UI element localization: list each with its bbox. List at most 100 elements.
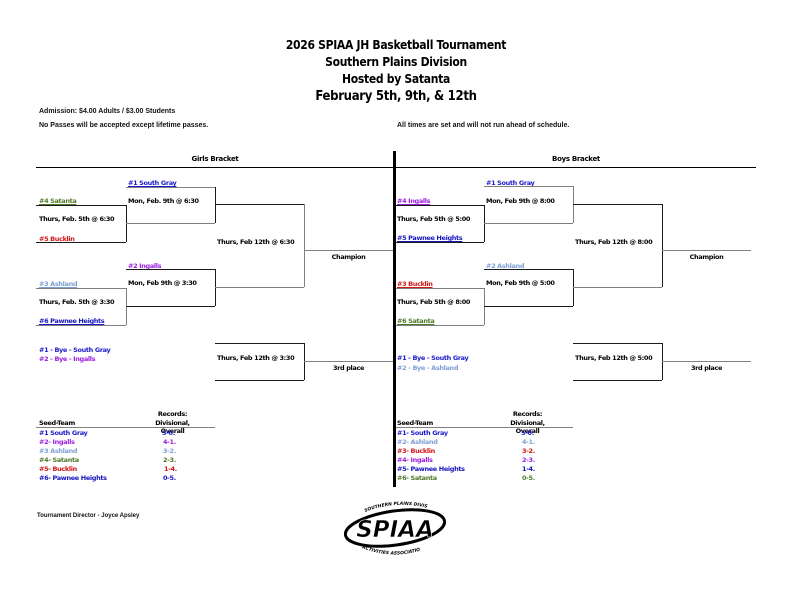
boys-record-team: #1- South Gray: [397, 429, 448, 437]
girls-record-team: #3 Ashland: [39, 447, 78, 455]
girls-header-rule: [36, 167, 394, 168]
girls-r1g1-top-line: [36, 205, 126, 206]
girls-records-col-record: Divisional, Overall: [155, 419, 190, 435]
boys-header-rule: [396, 167, 756, 168]
boys-bracket-title: Boys Bracket: [552, 155, 600, 163]
girls-r1g1-top-team: #4 Satanta: [39, 197, 77, 205]
girls-r1g1-time: Thurs, Feb. 5th @ 6:30: [39, 215, 115, 223]
girls-r1g2-time: Thurs, Feb. 5th @ 3:30: [39, 298, 115, 306]
girls-record-value: 4-1.: [163, 438, 176, 446]
boys-r1g1-time: Thurs, Feb 5th @ 5:00: [397, 215, 471, 223]
girls-record-value: 1-4.: [164, 465, 177, 473]
girls-records-col-team: Seed-Team: [39, 419, 75, 427]
boys-third-bottom-line: [573, 380, 662, 381]
boys-final-bottom-line: [573, 287, 662, 288]
boys-final-time: Thurs, Feb 12th @ 8:00: [575, 238, 653, 246]
boys-third-top-line: [573, 343, 662, 344]
girls-final-bottom-line: [215, 287, 304, 288]
girls-record-value: 3-2.: [163, 447, 176, 455]
boys-r1g1-top-team: #4 Ingalls: [397, 197, 431, 205]
center-divider: [393, 151, 396, 487]
girls-r2g1-time: Mon, Feb. 9th @ 6:30: [128, 197, 199, 205]
spiaa-logo: SOUTHERN PLAINS DIVISION SPIAA ACTIVITIE…: [338, 496, 450, 560]
spiaa-logo-graphic: SOUTHERN PLAINS DIVISION SPIAA ACTIVITIE…: [338, 496, 447, 557]
boys-bye-1: #1 - Bye - South Gray: [397, 354, 469, 362]
girls-r2g1-connector: [215, 187, 216, 223]
girls-records-label: Records:: [157, 410, 188, 418]
boys-r1g2-time: Thurs, Feb 5th @ 8:00: [397, 298, 471, 306]
girls-record-team: #5- Bucklin: [39, 465, 77, 473]
host-name: Hosted by Satanta: [342, 72, 450, 86]
boys-r2g1-top-line: [484, 186, 573, 187]
boys-third-time: Thurs, Feb 12th @ 5:00: [575, 354, 653, 362]
girls-third-time: Thurs, Feb 12th @ 3:30: [217, 354, 295, 362]
girls-third-bottom-line: [215, 380, 304, 381]
boys-record-value: 4-1.: [522, 438, 535, 446]
girls-r2g2-time: Mon, Feb 9th @ 3:30: [128, 279, 197, 287]
logo-main-text: SPIAA: [356, 517, 434, 543]
boys-record-team: #5- Pawnee Heights: [397, 465, 465, 473]
boys-final-top-line: [573, 204, 662, 205]
division-name: Southern Plains Division: [325, 55, 467, 69]
girls-third-label: 3rd place: [332, 364, 365, 372]
boys-champion-label: Champion: [689, 253, 724, 261]
boys-r1g1-top-line: [396, 205, 484, 206]
girls-r1g1-bottom-line: [36, 242, 126, 243]
girls-final-time: Thurs, Feb 12th @ 6:30: [217, 238, 295, 246]
girls-records-rule: [36, 427, 215, 428]
schedule-note: All times are set and will not run ahead…: [397, 122, 570, 129]
boys-r2g1-bottom-line: [484, 223, 573, 224]
passes-note: No Passes will be accepted except lifeti…: [39, 122, 209, 129]
girls-r1g1-bottom-team: #5 Bucklin: [39, 235, 75, 243]
boys-record-team: #2- Ashland: [397, 438, 438, 446]
girls-r1g2-top-line: [36, 288, 126, 289]
girls-record-team: #6- Pawnee Heights: [39, 474, 107, 482]
girls-bye-1: #1 - Bye - South Gray: [39, 346, 111, 354]
boys-third-result-line: [662, 361, 751, 362]
girls-r1g2-top-team: #3 Ashland: [39, 280, 78, 288]
boys-final-connector: [662, 204, 663, 287]
girls-r2g2-top-line: [126, 269, 215, 270]
boys-record-value: 5-0.: [521, 429, 534, 437]
admission-note: Admission: $4.00 Adults / $3.00 Students: [39, 108, 176, 115]
boys-records-rule: [396, 427, 573, 428]
girls-bye-2: #2 - Bye - Ingalls: [39, 355, 96, 363]
boys-record-value: 2-3.: [522, 456, 535, 464]
girls-r2g2-top-team: #2 Ingalls: [128, 262, 162, 270]
girls-final-connector: [304, 204, 305, 287]
tournament-dates: February 5th, 9th, & 12th: [315, 89, 477, 104]
girls-final-top-line: [215, 204, 304, 205]
boys-r1g1-bottom-team: #5 Pawnee Heights: [397, 234, 463, 242]
boys-r2g2-bottom-line: [484, 306, 573, 307]
girls-record-team: #4- Satanta: [39, 456, 79, 464]
girls-record-value: 2-3.: [163, 456, 176, 464]
girls-record-value: 5-0.: [162, 429, 175, 437]
girls-champion-line: [304, 250, 393, 251]
girls-r2g1-top-team: #1 South Gray: [128, 179, 177, 187]
girls-bracket-title: Girls Bracket: [191, 155, 239, 163]
tournament-director: Tournament Director - Joyce Apsley: [37, 513, 140, 519]
girls-third-result-line: [304, 361, 393, 362]
boys-r2g2-top-team: #2 Ashland: [486, 262, 525, 270]
girls-r2g1-top-line: [126, 187, 215, 188]
girls-third-top-line: [215, 343, 304, 344]
boys-record-value: 0-5.: [522, 474, 535, 482]
boys-record-team: #3- Bucklin: [397, 447, 435, 455]
girls-r2g2-bottom-line: [126, 306, 215, 307]
girls-r1g2-bottom-line: [36, 325, 126, 326]
tournament-title: 2026 SPIAA JH Basketball Tournament: [285, 38, 507, 52]
girls-r1g2-bottom-team: #6 Pawnee Heights: [39, 317, 105, 325]
boys-record-team: #6- Satanta: [397, 474, 437, 482]
boys-r2g2-time: Mon, Feb 9th @ 5:00: [486, 279, 555, 287]
boys-records-col-team: Seed-Team: [397, 419, 433, 427]
boys-bye-2: #2 - Bye - Ashland: [397, 364, 459, 372]
boys-r1g1-bottom-line: [396, 242, 484, 243]
boys-r1g2-bottom-line: [396, 325, 484, 326]
boys-r2g2-top-line: [484, 269, 573, 270]
boys-champion-line: [662, 250, 751, 251]
girls-record-team: #1 South Gray: [39, 429, 88, 437]
boys-record-value: 3-2.: [522, 447, 535, 455]
boys-third-label: 3rd place: [690, 364, 723, 372]
boys-records-label: Records:: [512, 410, 543, 418]
boys-records-col-record: Divisional, Overall: [510, 419, 545, 435]
